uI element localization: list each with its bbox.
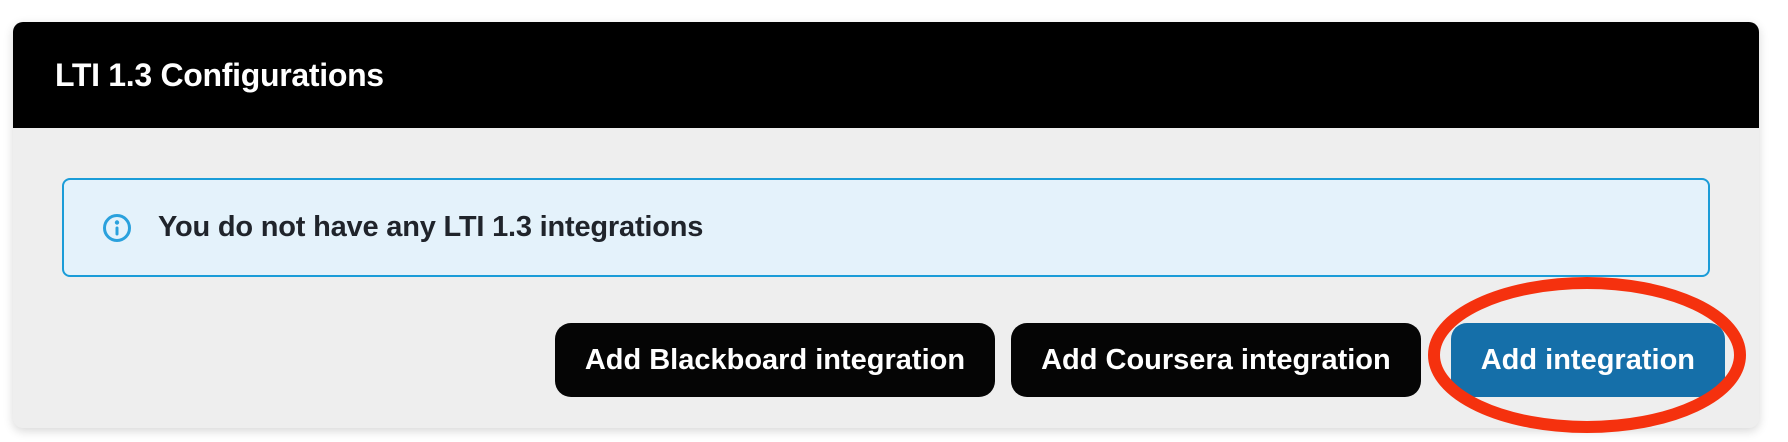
info-icon [103, 213, 131, 242]
add-coursera-integration-button[interactable]: Add Coursera integration [1011, 323, 1421, 397]
page-title: LTI 1.3 Configurations [55, 56, 384, 93]
empty-state-alert: You do not have any LTI 1.3 integrations [62, 178, 1710, 277]
lti-configurations-panel: LTI 1.3 Configurations You do not have a… [13, 22, 1759, 428]
action-button-row: Add Blackboard integration Add Coursera … [554, 323, 1725, 397]
panel-header: LTI 1.3 Configurations [13, 22, 1759, 128]
add-blackboard-integration-button[interactable]: Add Blackboard integration [554, 323, 996, 397]
alert-message: You do not have any LTI 1.3 integrations [158, 211, 704, 243]
add-integration-button[interactable]: Add integration [1450, 323, 1725, 397]
